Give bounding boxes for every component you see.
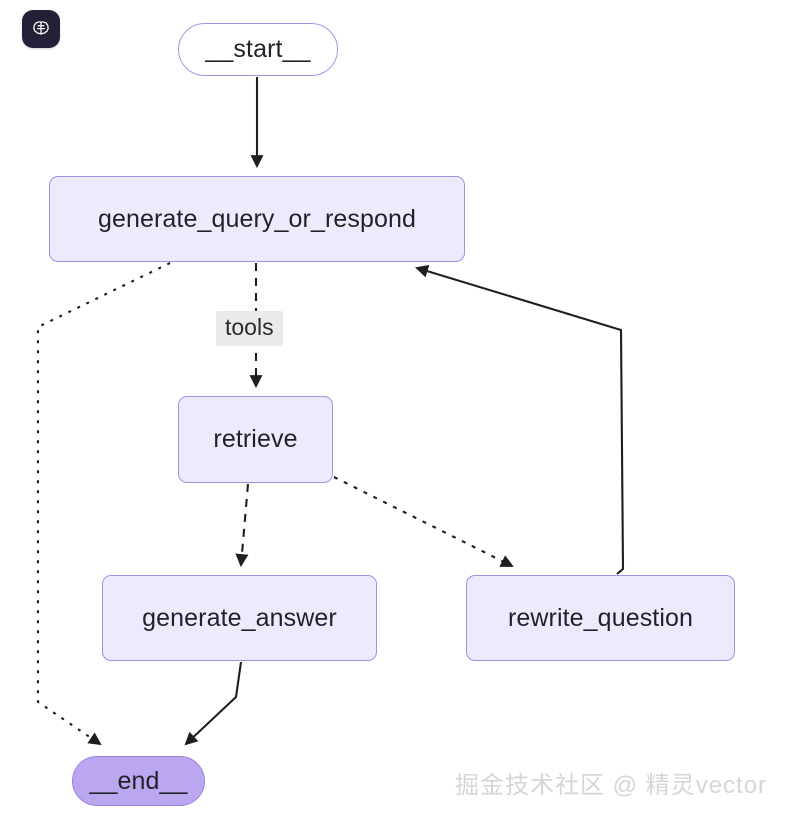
node-retrieve[interactable]: retrieve bbox=[178, 396, 333, 483]
edge-generate-answer-to-end bbox=[184, 661, 243, 746]
node-rewrite-question-label: rewrite_question bbox=[507, 603, 694, 632]
node-generate-query-or-respond[interactable]: generate_query_or_respond bbox=[49, 176, 465, 262]
node-end[interactable]: __end__ bbox=[72, 756, 205, 806]
edge-retrieve-to-generate-answer bbox=[235, 483, 250, 568]
node-start-label: __start__ bbox=[205, 35, 311, 63]
brain-icon bbox=[31, 19, 51, 39]
node-generate-query-or-respond-label: generate_query_or_respond bbox=[97, 204, 416, 233]
node-rewrite-question[interactable]: rewrite_question bbox=[466, 575, 735, 661]
node-generate-answer-label: generate_answer bbox=[142, 603, 337, 632]
edge-retrieve-to-rewrite-question bbox=[333, 476, 514, 567]
edge-generate-query-to-end bbox=[36, 262, 171, 746]
node-retrieve-label: retrieve bbox=[213, 425, 298, 453]
app-badge[interactable] bbox=[22, 10, 60, 48]
node-generate-answer[interactable]: generate_answer bbox=[102, 575, 377, 661]
node-end-label: __end__ bbox=[89, 766, 188, 795]
edge-label-tools: tools bbox=[216, 311, 283, 346]
node-start[interactable]: __start__ bbox=[178, 23, 338, 76]
watermark: 掘金技术社区 @ 精灵vector bbox=[455, 772, 768, 799]
edge-rewrite-question-to-generate-query bbox=[415, 264, 625, 575]
